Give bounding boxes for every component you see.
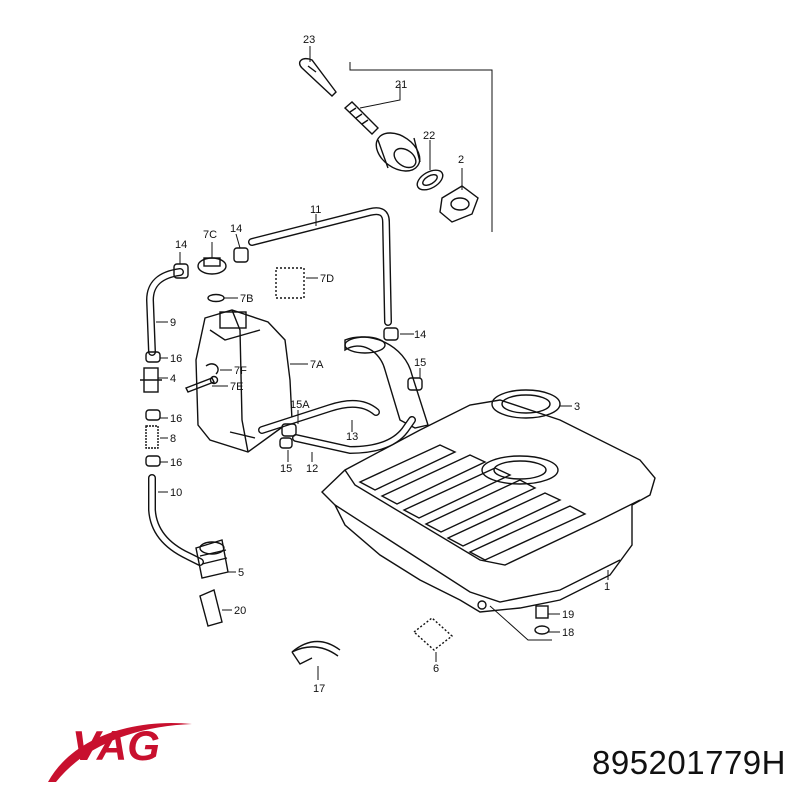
callout-label: 12: [306, 463, 318, 475]
clip-7f: [205, 363, 219, 375]
callout-label: 22: [423, 130, 435, 142]
callout-label: 17: [313, 683, 325, 695]
clamp-16-b: [145, 409, 161, 421]
callout-label: 7F: [234, 365, 247, 377]
callout-label: 7A: [310, 359, 324, 371]
callout-label: 14: [175, 239, 187, 251]
nut-19: [535, 605, 549, 619]
cap-7c: [197, 257, 227, 275]
part-number: 895201779H: [591, 744, 786, 781]
clamp-14-right: [383, 327, 399, 341]
callout-label: 11: [310, 204, 321, 216]
fuel-tank: [320, 336, 656, 613]
clamp-15a: [281, 423, 297, 437]
callout-label: 20: [234, 605, 246, 617]
clamp-14-left: [173, 263, 189, 279]
valve-4: [140, 367, 162, 393]
seal-7b: [207, 293, 225, 303]
callout-label: 15: [280, 463, 292, 475]
callout-label: 10: [170, 487, 182, 499]
hose-13: [258, 399, 380, 434]
leader-lines: [156, 46, 609, 680]
clamp-15-lower: [279, 437, 293, 449]
screw-7e: [185, 375, 219, 393]
callout-label: 16: [170, 413, 182, 425]
pad-6: [412, 617, 454, 651]
callout-label: 13: [346, 431, 358, 443]
filler-flange-2: [439, 185, 479, 223]
hose-clamp-17: [291, 640, 341, 665]
callout-labels: 23 21 22 2 11 14 7C 14 7D 7B 9 14 7A 16 …: [170, 34, 610, 695]
callout-label: 7B: [240, 293, 253, 305]
cap-20: [199, 589, 223, 627]
vag-logo: VAG: [48, 722, 192, 782]
breather-hose-11: [248, 207, 392, 326]
callout-label: 2: [458, 154, 464, 166]
hose-10: [148, 474, 204, 566]
callout-label: 15: [414, 357, 426, 369]
callout-label: 14: [230, 223, 242, 235]
callout-label: 7D: [320, 273, 334, 285]
callout-label: 6: [433, 663, 439, 675]
clamp-16-c: [145, 455, 161, 467]
callout-label: 5: [238, 567, 244, 579]
clamp-16-a: [145, 351, 161, 363]
clamp-15: [407, 377, 423, 391]
callout-label: 21: [395, 79, 407, 91]
callout-label: 9: [170, 317, 176, 329]
logo-text: VAG: [72, 722, 160, 769]
filler-cap-21: [375, 132, 421, 172]
hose-12: [292, 416, 416, 454]
callout-label: 7E: [230, 381, 243, 393]
logo-swoosh: [48, 722, 192, 782]
hose-9: [146, 268, 184, 356]
callout-label: 16: [170, 353, 182, 365]
lock-ring-3: [491, 389, 561, 419]
callout-label: 16: [170, 457, 182, 469]
washer-18: [534, 625, 550, 635]
callout-label: 3: [574, 401, 580, 413]
lock-cylinder-21: [343, 101, 379, 135]
callout-label: 8: [170, 433, 176, 445]
hose-8: [145, 425, 159, 449]
callout-label: 15A: [290, 399, 310, 411]
callout-label: 7C: [203, 229, 217, 241]
callout-label: 18: [562, 627, 574, 639]
pad-7d: [275, 267, 305, 299]
callout-label: 23: [303, 34, 315, 46]
callout-label: 1: [604, 581, 610, 593]
callout-label: 4: [170, 373, 176, 385]
gasket-22: [416, 169, 444, 191]
callout-label: 14: [414, 329, 426, 341]
clamp-14-mid: [233, 247, 249, 263]
callout-label: 19: [562, 609, 574, 621]
key-23: [298, 58, 337, 97]
